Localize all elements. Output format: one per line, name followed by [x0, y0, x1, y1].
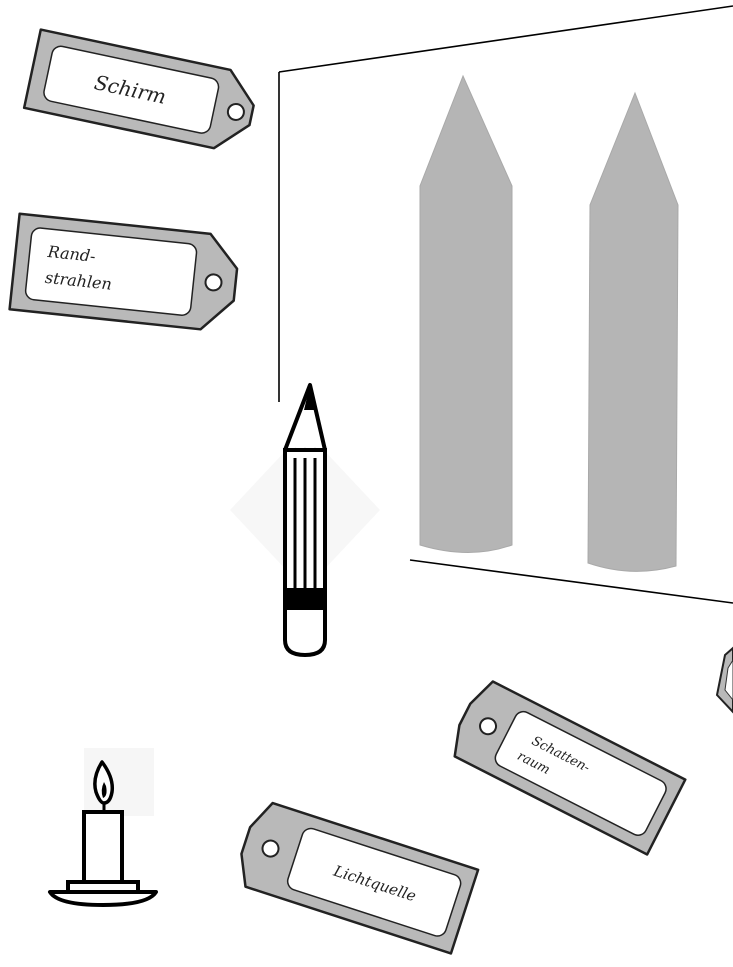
shadow-left — [420, 76, 512, 553]
shadows — [420, 76, 678, 571]
tag-schirm: Schirm — [24, 30, 260, 155]
tag-lichtquelle: Lichtquelle — [232, 799, 478, 954]
screen-top-edge — [279, 6, 733, 72]
pencil-icon — [230, 385, 380, 655]
tag-partial — [717, 648, 733, 712]
shadow-right — [588, 93, 678, 571]
candle-icon — [50, 748, 156, 905]
tag-schattenraum: Schatten- raum — [446, 677, 686, 854]
tag-randstrahlen: Rand- strahlen — [10, 214, 241, 333]
screen-bottom-edge — [410, 560, 733, 603]
